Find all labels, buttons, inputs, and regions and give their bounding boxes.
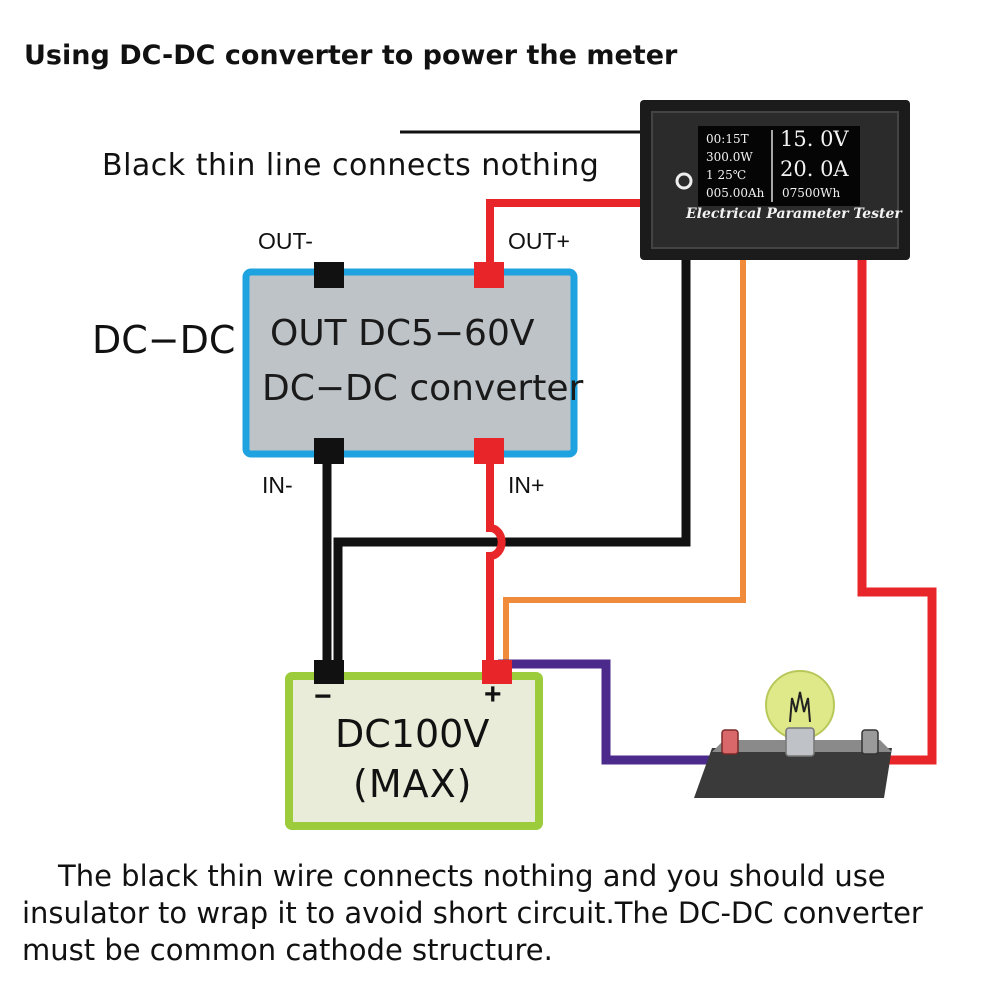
meter-temp-readout: 1 25℃ [706, 168, 747, 182]
lamp-terminal-left [721, 729, 739, 755]
footnote-line: must be common cathode structure. [22, 933, 553, 967]
battery-max-note: (MAX) [353, 762, 473, 806]
footnote: The black thin wire connects nothing and… [22, 858, 982, 969]
red-wire-out-plus [486, 199, 640, 272]
lamp-filament [789, 691, 811, 723]
converter-name: DC−DC converter [262, 368, 584, 409]
battery-plus-sign: + [484, 678, 502, 711]
battery-body [285, 672, 543, 830]
meter-voltage-readout: 15. 0V [780, 127, 849, 151]
converter-out-plus-pad [474, 262, 504, 288]
footnote-line: insulator to wrap it to avoid short circ… [22, 896, 923, 930]
diagram-title: Using DC-DC converter to power the meter [24, 40, 678, 71]
battery-plus-terminal [482, 660, 512, 684]
meter-caption: Electrical Parameter Tester [686, 206, 902, 222]
converter-in-minus-pad [314, 438, 344, 464]
terminal-label-out-plus: OUT+ [508, 228, 570, 254]
lamp-socket [785, 727, 815, 757]
module-label: DC−DC [92, 318, 236, 362]
thin-line-label: Black thin line connects nothing [102, 148, 600, 183]
black-wire-meter-ground [333, 258, 691, 664]
meter-time-readout: 00:15T [706, 132, 749, 146]
terminal-label-out-minus: OUT- [258, 228, 313, 254]
red-wire-to-lamp [857, 258, 937, 765]
purple-wire [498, 659, 720, 765]
converter-output-range: OUT DC5−60V [270, 313, 535, 354]
terminal-label-in-plus: IN+ [508, 472, 545, 498]
footnote-line: The black thin wire connects nothing and… [58, 859, 886, 893]
red-wire-in-plus [486, 455, 506, 664]
meter-current-readout: 20. 0A [780, 157, 849, 181]
meter-screen [698, 126, 860, 206]
meter-watt-hours-readout: 07500Wh [782, 186, 841, 200]
converter-body [242, 268, 578, 458]
lamp-base [694, 748, 892, 798]
converter-out-minus-pad [314, 262, 344, 288]
battery-minus-sign: − [314, 680, 332, 713]
lamp-terminal-right [861, 729, 879, 755]
orange-wire [503, 258, 746, 664]
terminal-label-in-minus: IN- [262, 472, 293, 498]
meter-button [675, 172, 693, 190]
converter-in-plus-pad [474, 438, 504, 464]
meter-power-readout: 300.0W [706, 150, 753, 164]
battery-voltage: DC100V [335, 712, 490, 756]
meter-amp-hours-readout: 005.00Ah [706, 186, 765, 200]
battery-minus-terminal [314, 660, 344, 684]
